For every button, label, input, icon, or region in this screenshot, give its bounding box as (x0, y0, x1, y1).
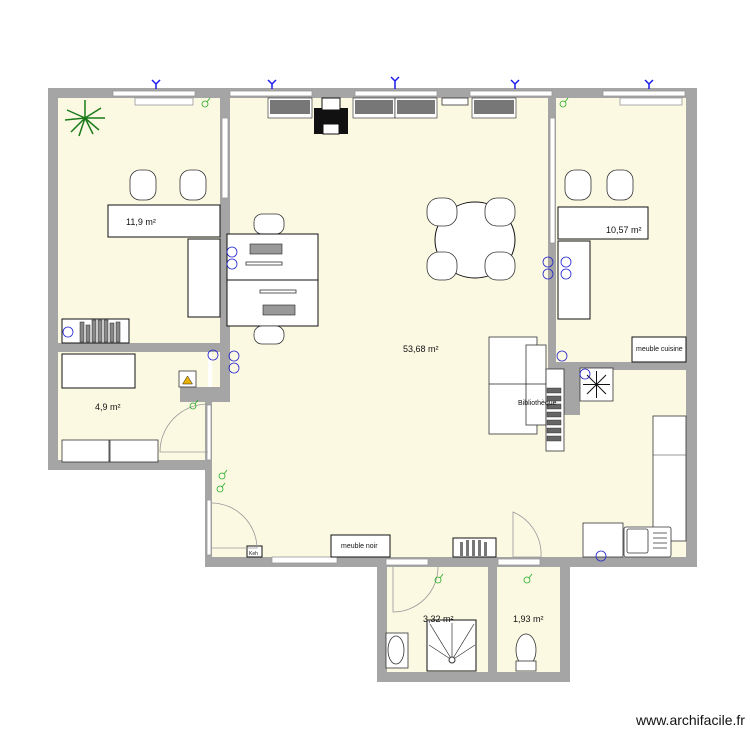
socket-icon (560, 256, 572, 268)
office-right-furniture (557, 97, 687, 558)
room-area-office-left: 11,9 m² (126, 217, 156, 227)
antenna-icons (151, 76, 654, 89)
socket-icon (579, 368, 591, 380)
light-switch-icon (523, 573, 533, 584)
storage-furniture (61, 353, 209, 463)
antenna-icon (510, 79, 520, 89)
socket-icon (542, 268, 554, 280)
room-area-storage: 4,9 m² (95, 402, 121, 412)
light-switch-icon (218, 469, 228, 480)
washbasin-icon (385, 632, 409, 669)
plant-icon (64, 100, 105, 137)
black-cabinet-label: meuble noir (341, 543, 378, 550)
shower-icon (426, 619, 477, 672)
toilet-icon (515, 633, 537, 672)
room-area-bathroom: 3,32 m² (423, 614, 454, 624)
socket-icon (560, 268, 572, 280)
antenna-icon (267, 79, 277, 89)
room-area-wc: 1,93 m² (513, 614, 544, 624)
printer-icon (314, 97, 348, 135)
hazard-panel-icon (178, 370, 197, 388)
socket-icon (542, 256, 554, 268)
socket-icon (226, 246, 238, 258)
light-switch-icon (201, 97, 211, 108)
socket-icon (228, 350, 240, 362)
socket-icon (228, 362, 240, 374)
bookcase-label: Bibliothèque (518, 400, 557, 407)
light-switches (189, 97, 569, 584)
sockets (62, 246, 607, 562)
socket-icon (595, 550, 607, 562)
windows (112, 90, 686, 566)
light-switch-icon (189, 399, 199, 410)
bathroom-fixtures (385, 566, 537, 672)
light-switch-icon (216, 482, 226, 493)
office-left-furniture (61, 97, 221, 344)
main-room-furniture (211, 97, 565, 564)
socket-icon (556, 350, 568, 362)
socket-icon (226, 258, 238, 270)
antenna-icon (390, 76, 400, 89)
antenna-icon (151, 79, 161, 89)
light-switch-icon (434, 573, 444, 584)
kitchen-cabinet-label: meuble cuisine (636, 346, 683, 353)
socket-icon (62, 326, 74, 338)
room-area-office-right: 10,57 m² (606, 225, 642, 235)
socket-icon (207, 349, 219, 361)
light-switch-icon (559, 97, 569, 108)
antenna-icon (644, 79, 654, 89)
small-box-label: Keh (249, 551, 258, 557)
room-area-main: 53,68 m² (403, 344, 439, 354)
sink-icon (623, 526, 672, 558)
watermark: www.archifacile.fr (635, 712, 745, 728)
